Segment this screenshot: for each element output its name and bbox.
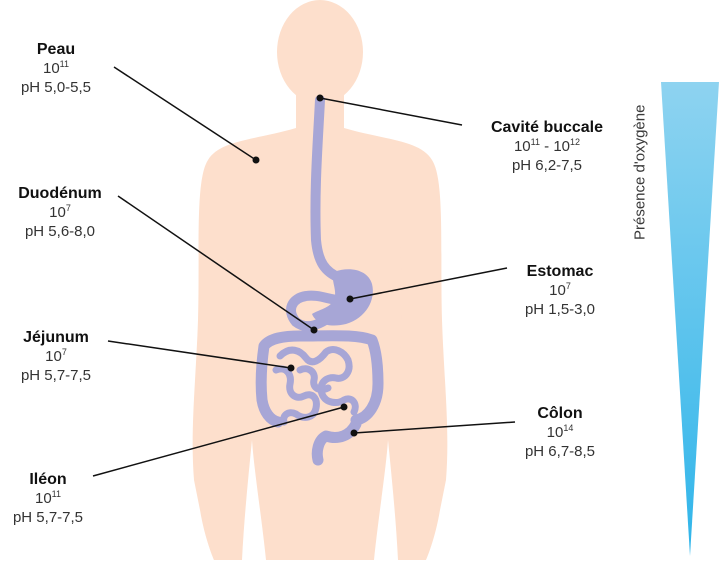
dot-jejunum: [288, 365, 295, 372]
label-duodenum-ph: pH 5,6-8,0: [0, 223, 120, 242]
oxygen-presence-label: Présence d'oxygène: [632, 120, 649, 240]
label-ileon: Iléon 1011 pH 5,7-7,5: [0, 470, 96, 528]
dot-duodenum: [311, 327, 318, 334]
label-duodenum-name: Duodénum: [0, 184, 120, 204]
label-colon-name: Côlon: [500, 404, 620, 424]
label-buccale-count: 1011 - 1012: [462, 138, 632, 157]
label-peau: Peau 1011 pH 5,0-5,5: [0, 40, 112, 98]
label-peau-name: Peau: [0, 40, 112, 60]
label-estomac: Estomac 107 pH 1,5-3,0: [500, 262, 620, 320]
label-estomac-ph: pH 1,5-3,0: [500, 301, 620, 320]
label-colon-ph: pH 6,7-8,5: [500, 443, 620, 462]
body-silhouette: [193, 0, 448, 560]
label-duodenum: Duodénum 107 pH 5,6-8,0: [0, 184, 120, 242]
label-peau-ph: pH 5,0-5,5: [0, 79, 112, 98]
label-jejunum-count: 107: [0, 348, 112, 367]
label-ileon-name: Iléon: [0, 470, 96, 490]
label-colon-count: 1014: [500, 424, 620, 443]
dot-peau: [253, 157, 260, 164]
dot-estomac: [347, 296, 354, 303]
oxygen-gradient-bar: [661, 82, 719, 556]
label-estomac-name: Estomac: [500, 262, 620, 282]
label-jejunum-name: Jéjunum: [0, 328, 112, 348]
label-estomac-count: 107: [500, 282, 620, 301]
label-colon: Côlon 1014 pH 6,7-8,5: [500, 404, 620, 462]
dot-colon: [351, 430, 358, 437]
label-peau-count: 1011: [0, 60, 112, 79]
label-buccale-name: Cavité buccale: [462, 118, 632, 138]
label-buccale: Cavité buccale 1011 - 1012 pH 6,2-7,5: [462, 118, 632, 176]
label-ileon-ph: pH 5,7-7,5: [0, 509, 96, 528]
label-ileon-count: 1011: [0, 490, 96, 509]
label-buccale-ph: pH 6,2-7,5: [462, 157, 632, 176]
label-jejunum: Jéjunum 107 pH 5,7-7,5: [0, 328, 112, 386]
dot-ileon: [341, 404, 348, 411]
dot-buccale: [317, 95, 324, 102]
label-duodenum-count: 107: [0, 204, 120, 223]
label-jejunum-ph: pH 5,7-7,5: [0, 367, 112, 386]
leader-line-peau: [114, 67, 256, 160]
